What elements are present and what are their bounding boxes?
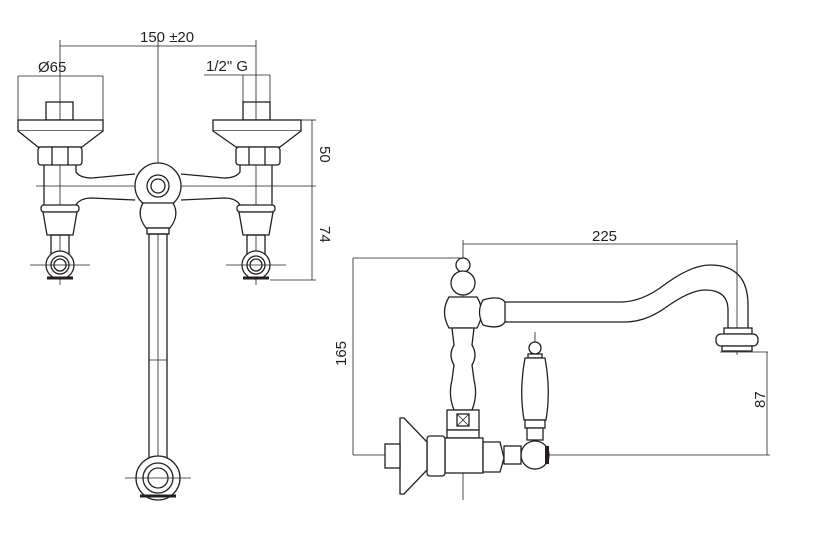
width-dimension-label: 150 ±20: [140, 29, 195, 46]
left-valve: [17, 101, 136, 280]
thread-dimension-label: 1/2" G: [206, 58, 249, 75]
faucet-spout: [478, 264, 759, 352]
total-height-dimension-label: 165: [333, 340, 350, 366]
height-upper-dimension-label: 50: [316, 146, 333, 163]
reach-dimension-label: 225: [592, 228, 618, 245]
front-view: [17, 40, 316, 501]
center-body-and-spout: [125, 162, 191, 501]
faucet-column: [384, 257, 505, 495]
side-view: [352, 240, 770, 500]
right-valve: [180, 101, 302, 280]
spout-height-dimension-label: 87: [752, 391, 769, 408]
diameter-dimension-label: Ø65: [38, 59, 67, 76]
faucet-handle: [503, 332, 550, 470]
height-lower-dimension-label: 74: [316, 226, 333, 243]
